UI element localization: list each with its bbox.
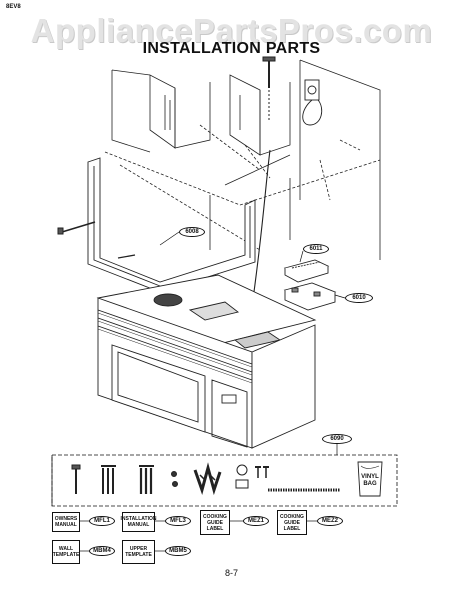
exhaust-adaptor-shape	[283, 282, 337, 311]
doc-cooking-guide-label-1: COOKING GUIDE LABEL	[200, 510, 230, 535]
mounting-plate-shape	[87, 157, 256, 293]
callout-6011: 6011	[303, 244, 329, 254]
doc-upper-template: UPPER TEMPLATE	[122, 540, 155, 564]
doc-wall-template: WALL TEMPLATE	[52, 540, 80, 564]
vinyl-bag-icon	[357, 461, 383, 497]
watermark: AppliancePartsPros.com	[30, 12, 433, 49]
doc-cooking-guide-label-2: COOKING GUIDE LABEL	[277, 510, 307, 535]
kit-hardware	[71, 461, 383, 497]
accessory-kit-box	[51, 454, 398, 507]
wood-screw-icon	[139, 465, 154, 494]
wall-anchor-icon	[101, 465, 116, 494]
callout-mez2: MEZ2	[317, 516, 343, 526]
microwave-oven-shape	[96, 274, 317, 449]
corner-code: 8EV8	[6, 4, 21, 10]
vinyl-bag-label: VINYL BAG	[361, 474, 379, 487]
callout-mfl3: MFL3	[165, 516, 191, 526]
callout-mbm4: MBM4	[89, 546, 115, 556]
machine-screw-icon	[171, 471, 178, 487]
small-screws-icon	[255, 466, 269, 478]
callout-mez1: MEZ1	[243, 516, 269, 526]
doc-owners-manual: OWNERS MANUAL	[52, 512, 80, 532]
top-screw-icon	[262, 56, 276, 120]
callout-6010: 6010	[345, 293, 373, 303]
callout-6008: 6008	[179, 227, 205, 237]
callout-mfl1: MFL1	[89, 516, 115, 526]
page-title: INSTALLATION PARTS	[142, 40, 321, 57]
damper-part-shape	[283, 259, 330, 283]
page-number: 8-7	[224, 568, 238, 578]
upper-cabinets	[104, 59, 381, 260]
clip-icon	[193, 462, 222, 496]
doc-connectors	[79, 520, 318, 552]
side-screw-icon	[57, 221, 136, 259]
toggle-bolt-icon	[71, 464, 81, 494]
doc-installation-manual: INSTALLATION MANUAL	[121, 512, 156, 532]
grommet-icon	[235, 464, 249, 489]
callout-6090: 6090	[322, 434, 352, 444]
callout-mbm5: MBM5	[165, 546, 191, 556]
